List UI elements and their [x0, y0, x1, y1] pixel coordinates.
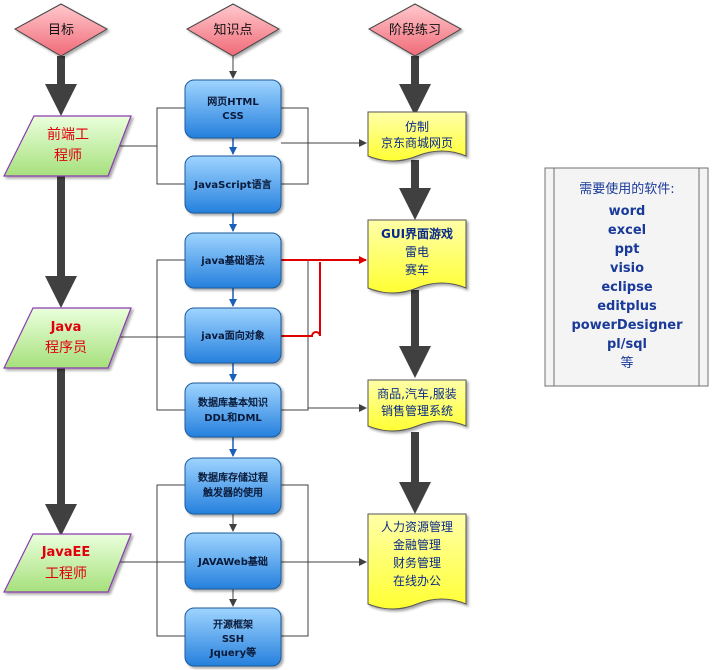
practice-jd-clone: 仿制 京东商城网页 — [367, 111, 467, 162]
knowledge-box — [184, 382, 282, 438]
knowledge-java-oop: java面向对象 — [184, 307, 282, 364]
knowledge-text: 触发器的使用 — [202, 486, 263, 499]
knowledge-box — [184, 79, 282, 139]
software-item: word — [609, 204, 646, 219]
knowledge-text: java面向对象 — [200, 329, 264, 342]
header-goal-diamond — [13, 3, 109, 57]
software-item: ppt — [615, 242, 640, 257]
goal-javaee-line1: JavaEE — [41, 545, 91, 560]
knowledge-text: SSH — [222, 634, 244, 645]
goal-frontend-line1: 前端工 — [47, 126, 89, 143]
header-practice: 阶段练习 — [367, 3, 463, 57]
red-connectors — [281, 256, 367, 337]
knowledge-text: 网页HTML — [207, 96, 259, 108]
practice-text: 人力资源管理 — [381, 519, 453, 534]
software-etc: 等 — [620, 355, 633, 371]
goal-javaee-shape — [3, 533, 132, 593]
goal-frontend-line2: 程师 — [54, 148, 82, 164]
practice-gui-game: GUI界面游戏 雷电 赛车 — [367, 219, 467, 294]
knowledge-box — [184, 232, 282, 289]
header-goal: 目标 — [13, 3, 109, 57]
practice-text: GUI界面游戏 — [381, 226, 453, 241]
goal-javaee: JavaEE 工程师 — [3, 533, 132, 593]
software-item: editplus — [597, 299, 657, 314]
knowledge-text: JavaScript语言 — [193, 178, 271, 191]
group1-connectors — [107, 107, 367, 185]
knowledge-box — [184, 607, 282, 667]
header-knowledge: 知识点 — [185, 3, 281, 57]
practice-text: 金融管理 — [393, 537, 441, 552]
knowledge-box — [184, 307, 282, 364]
software-item: pl/sql — [607, 337, 647, 352]
knowledge-box — [184, 155, 282, 214]
software-item: visio — [610, 261, 644, 276]
practice-doc-shape — [367, 111, 467, 162]
knowledge-db-basics: 数据库基本知识 DDL和DML — [184, 382, 282, 438]
goal-frontend-shape — [3, 115, 132, 177]
practice-doc-shape — [367, 513, 467, 610]
knowledge-text: java基础语法 — [200, 254, 264, 267]
practice-text: 赛车 — [405, 262, 429, 277]
knowledge-text: CSS — [222, 111, 243, 122]
practice-text: 仿制 — [405, 120, 429, 134]
knowledge-db-procedures: 数据库存储过程 触发器的使用 — [184, 457, 282, 515]
goal-java: Java 程序员 — [3, 307, 132, 369]
header-knowledge-diamond — [185, 3, 281, 57]
knowledge-text: Jquery等 — [209, 646, 256, 659]
knowledge-box — [184, 532, 282, 590]
practice-text: 京东商城网页 — [381, 135, 453, 150]
goal-java-line1: Java — [50, 320, 82, 335]
practice-text: 财务管理 — [393, 555, 441, 570]
practice-doc-shape — [367, 219, 467, 294]
software-item: eclipse — [601, 280, 652, 295]
software-panel-frame — [544, 167, 709, 387]
header-practice-label: 阶段练习 — [389, 23, 441, 38]
practice-text: 在线办公 — [393, 573, 441, 588]
knowledge-frameworks: 开源框架 SSH Jquery等 — [184, 607, 282, 667]
practice-text: 销售管理系统 — [381, 403, 453, 418]
goal-frontend: 前端工 程师 — [3, 115, 132, 177]
practice-doc-shape — [367, 379, 467, 432]
knowledge-text: JAVAWeb基础 — [197, 555, 268, 568]
knowledge-java-basics: java基础语法 — [184, 232, 282, 289]
knowledge-html-css: 网页HTML CSS — [184, 79, 282, 139]
knowledge-text: 数据库存储过程 — [198, 471, 268, 484]
practice-text: 雷电 — [405, 245, 429, 259]
knowledge-box — [184, 457, 282, 515]
knowledge-text: DDL和DML — [204, 411, 262, 424]
knowledge-text: 数据库基本知识 — [198, 396, 268, 409]
software-item: excel — [608, 223, 646, 238]
group3-connectors — [111, 484, 367, 637]
header-knowledge-label: 知识点 — [213, 22, 252, 38]
knowledge-javaweb: JAVAWeb基础 — [184, 532, 282, 590]
software-panel: 需要使用的软件: word excel ppt visio eclipse ed… — [544, 167, 709, 387]
header-practice-diamond — [367, 3, 463, 57]
goal-javaee-line2: 工程师 — [45, 566, 87, 582]
goal-java-line2: 程序员 — [45, 340, 87, 356]
knowledge-javascript: JavaScript语言 — [184, 155, 282, 214]
knowledge-text: 开源框架 — [213, 618, 253, 631]
software-item: powerDesigner — [571, 318, 683, 333]
header-goal-label: 目标 — [48, 23, 74, 38]
practice-text: 商品,汽车,服装 — [377, 386, 457, 401]
software-title: 需要使用的软件: — [579, 181, 674, 197]
practice-enterprise: 人力资源管理 金融管理 财务管理 在线办公 — [367, 513, 467, 610]
goal-java-shape — [3, 307, 132, 369]
practice-sales-system: 商品,汽车,服装 销售管理系统 — [367, 379, 467, 432]
